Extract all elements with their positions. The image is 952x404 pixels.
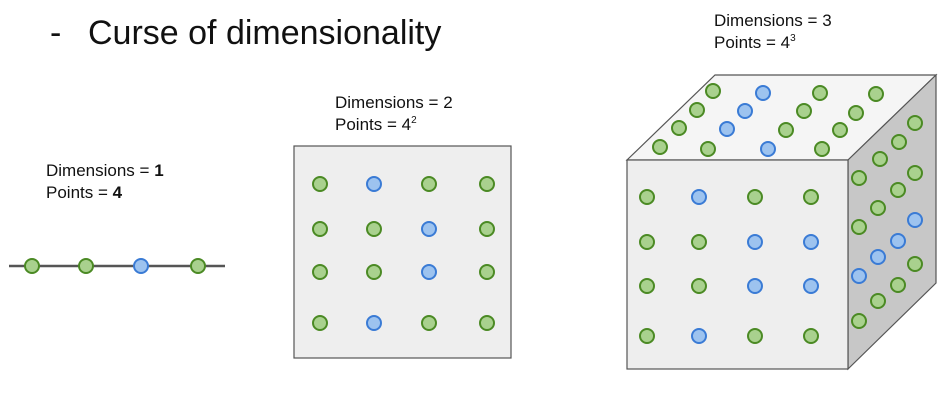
point-dot-3d-side-r1c2 [872,151,888,167]
point-dot-3d-front-r1c4 [803,189,819,205]
point-dot-1d-4 [190,258,206,274]
point-dot-3d-top-r1c4 [868,86,884,102]
dimensions-value-1d: 1 [154,161,164,180]
point-dot-3d-top-r3c3 [778,122,794,138]
point-dot-3d-side-r4c1 [851,313,867,329]
point-dot-3d-top-r1c1 [705,83,721,99]
point-dot-2d-r4c1 [312,315,328,331]
point-dot-3d-side-r2c4 [907,212,923,228]
point-dot-3d-front-r4c4 [803,328,819,344]
point-dot-3d-front-r3c1 [639,278,655,294]
point-dot-3d-top-r2c1 [689,102,705,118]
point-dot-2d-r3c1 [312,264,328,280]
point-dot-3d-side-r3c2 [870,249,886,265]
point-dot-3d-front-r1c3 [747,189,763,205]
point-dot-3d-top-r4c4 [814,141,830,157]
points-line-3d: Points = 43 [714,33,796,52]
label-3d: Dimensions = 3 Points = 43 [714,10,832,54]
dimensions-line-2d: Dimensions = 2 [335,93,453,112]
point-dot-1d-2 [78,258,94,274]
point-dot-3d-side-r1c1 [851,170,867,186]
label-2d: Dimensions = 2 Points = 42 [335,92,453,136]
point-dot-1d-1 [24,258,40,274]
point-dot-3d-side-r3c1 [851,268,867,284]
points-value-2d: 4 [401,115,412,134]
point-dot-3d-top-r1c3 [812,85,828,101]
square-2d [293,145,512,359]
dimensions-value-2d: 2 [443,93,453,112]
dots-3d-front [639,189,819,344]
point-dot-2d-r4c4 [479,315,495,331]
point-dot-3d-side-r4c3 [890,277,906,293]
point-dot-2d-r4c3 [421,315,437,331]
point-dot-2d-r3c4 [479,264,495,280]
point-dot-3d-side-r2c3 [890,182,906,198]
points-exponent-3d: 3 [790,33,796,44]
dots-2d [312,176,495,331]
points-value-1d: 4 [112,183,123,202]
point-dot-3d-side-r3c3 [890,233,906,249]
dots-3d-top [652,83,884,157]
point-dot-2d-r3c2 [366,264,382,280]
point-dot-3d-front-r2c1 [639,234,655,250]
point-dot-3d-front-r2c2 [691,234,707,250]
point-dot-3d-front-r3c2 [691,278,707,294]
point-dot-2d-r2c4 [479,221,495,237]
point-dot-2d-r2c1 [312,221,328,237]
title-text: Curse of dimensionality [88,14,442,52]
point-dot-3d-side-r2c1 [851,219,867,235]
point-dot-3d-side-r1c4 [907,115,923,131]
label-1d: Dimensions = 1 Points = 4 [46,160,164,204]
point-dot-3d-side-r4c2 [870,293,886,309]
dots-1d [24,258,206,274]
point-dot-3d-top-r2c3 [796,103,812,119]
points-exponent-2d: 2 [411,115,417,126]
point-dot-2d-r2c3 [421,221,437,237]
point-dot-3d-top-r3c2 [719,121,735,137]
point-dot-3d-top-r2c4 [848,105,864,121]
point-dot-3d-front-r1c1 [639,189,655,205]
point-dot-2d-r1c2 [366,176,382,192]
title-bullet: - [50,14,62,52]
points-value-3d: 4 [780,33,791,52]
point-dot-3d-top-r3c1 [671,120,687,136]
point-dot-3d-front-r1c2 [691,189,707,205]
point-dot-3d-top-r3c4 [832,122,848,138]
dimensions-value-3d: 3 [822,11,832,30]
point-dot-3d-front-r4c3 [747,328,763,344]
point-dot-3d-top-r4c3 [760,141,776,157]
point-dot-3d-side-r3c4 [907,256,923,272]
point-dot-2d-r1c1 [312,176,328,192]
point-dot-3d-side-r2c2 [870,200,886,216]
point-dot-3d-front-r2c3 [747,234,763,250]
slide-title: -Curse of dimensionality [50,14,441,53]
point-dot-3d-top-r4c1 [652,139,668,155]
point-dot-3d-top-r2c2 [737,103,753,119]
point-dot-2d-r1c3 [421,176,437,192]
points-line-2d: Points = 42 [335,115,417,134]
point-dot-3d-front-r3c4 [803,278,819,294]
point-dot-2d-r2c2 [366,221,382,237]
point-dot-3d-front-r2c4 [803,234,819,250]
points-line-1d: Points = 4 [46,183,123,202]
dimensions-line-3d: Dimensions = 3 [714,11,832,30]
point-dot-3d-front-r4c1 [639,328,655,344]
point-dot-3d-front-r4c2 [691,328,707,344]
point-dot-3d-top-r4c2 [700,141,716,157]
point-dot-1d-3 [133,258,149,274]
point-dot-2d-r1c4 [479,176,495,192]
point-dot-2d-r3c3 [421,264,437,280]
point-dot-3d-top-r1c2 [755,85,771,101]
dots-3d-side [851,115,923,329]
point-dot-2d-r4c2 [366,315,382,331]
dimensions-line-1d: Dimensions = 1 [46,161,164,180]
point-dot-3d-side-r1c3 [891,134,907,150]
point-dot-3d-front-r3c3 [747,278,763,294]
point-dot-3d-side-r4c4 [907,165,923,181]
